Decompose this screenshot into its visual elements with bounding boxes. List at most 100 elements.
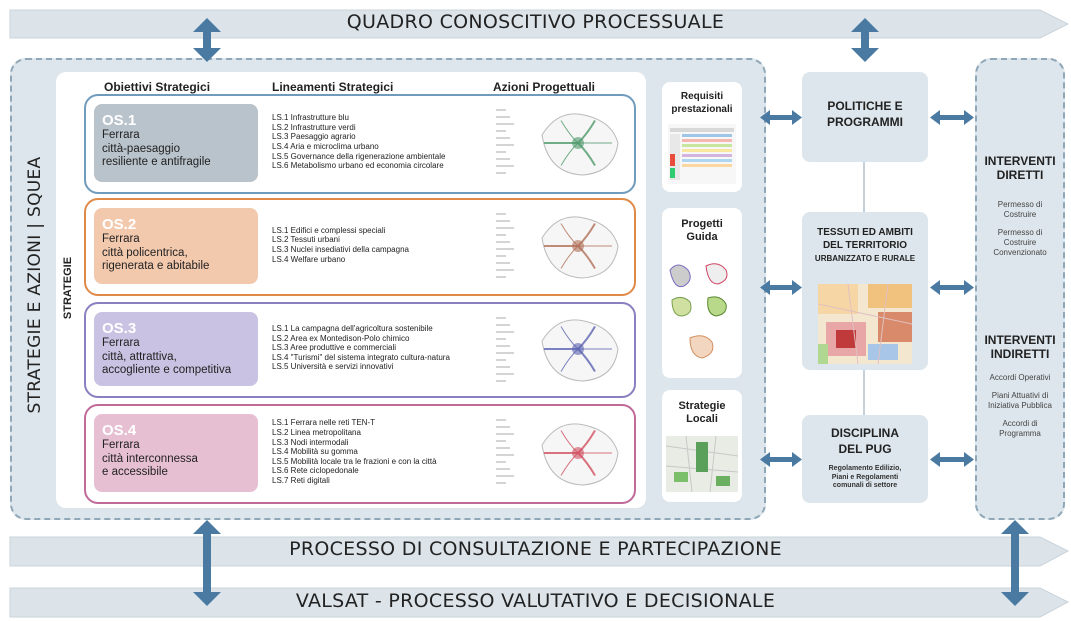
interventi-panel [975,58,1065,520]
azioni-list [496,419,514,484]
indiretti-title-2: INDIRETTI [990,347,1050,361]
card-requisiti: Requisiti prestazionali [662,82,742,192]
diretti-title: INTERVENTI DIRETTI [975,154,1065,182]
disciplina-line2: DEL PUG [838,442,892,456]
diretti-title-2: DIRETTI [996,168,1044,182]
card-strategie-line2: Locali [686,413,718,425]
header-lineamenti: Lineamenti Strategici [272,80,394,94]
indiretti-item-5: Programma [999,429,1041,438]
indiretti-items: Accordi Operativi Piani Attuativi di Ini… [975,373,1065,439]
disciplina-sub-3: comunali di settore [832,482,898,489]
card-requisiti-line1: Requisiti [680,91,724,102]
lineamento-item: LS.1 La campagna dell'agricoltura sosten… [272,324,433,333]
lineamento-item: LS.2 Tessuti urbani [272,235,340,245]
card-progetti-title: Progetti Guida [662,218,742,244]
objective-desc-line: rigenerata e abitabile [102,260,210,272]
objective-desc-line: città policentrica, [102,246,188,259]
lineamento-item: LS.4 Aria e microclima urbano [272,141,379,151]
card-strategie-title: Strategie Locali [662,400,742,426]
diretti-items: Permesso di Costruire Permesso di Costru… [975,200,1065,258]
objective-map-thumbnail [541,216,619,279]
lineamento-item: LS.7 Reti digitali [272,475,330,485]
objective-desc-line: città interconnessa [102,452,198,465]
box-tessuti-title: TESSUTI ED AMBITI DEL TERRITORIO URBANIZ… [802,226,928,265]
lineamento-item: LS.4 "Turismi" del sistema integrato cul… [272,352,450,362]
tessuti-sub: URBANIZZATO E RURALE [814,254,916,263]
disciplina-sub: Regolamento Edilizio, Piani e Regolament… [802,465,928,491]
lineamento-item: LS.4 Mobilità su gomma [272,447,358,457]
map-center [572,240,584,252]
disciplina-sub-2: Piani e Regolamenti [831,473,899,481]
lineamento-item: LS.3 Paesaggio agrario [272,132,356,142]
objective-map-thumbnail [541,319,619,382]
bottom-band-arrow [9,587,1070,618]
vertical-label-wrap: STRATEGIE E AZIONI | SQUEA [20,70,50,510]
box-disciplina-title: DISCIPLINA DEL PUG [802,425,928,457]
indiretti-item-4: Accordi di [1002,419,1038,428]
box-disciplina: DISCIPLINA DEL PUG Regolamento Edilizio,… [802,415,928,503]
lineamento-item: LS.5 Università e servizi innovativi [272,362,394,372]
lineamento-item: LS.3 Nuclei insediativi della campagna [272,244,409,254]
header-azioni: Azioni Progettuali [493,80,595,94]
objective-desc-line: accogliente e competitiva [102,364,232,376]
diretti-item-5: Convenzionato [993,248,1047,257]
azioni-list [496,213,514,278]
requisiti-table-thumbnail [668,124,736,184]
objective-code: OS.2 [102,216,137,233]
strategie-label-wrap: STRATEGIE [58,250,78,330]
lineamento-item: LS.3 Aree produttive e commerciali [272,343,397,353]
card-strategie-locali: Strategie Locali [662,390,742,502]
band-title-top: QUADRO CONOSCITIVO PROCESSUALE [346,11,725,33]
card-progetti-guida: Progetti Guida [662,208,742,378]
azioni-list [496,109,514,174]
tessuti-line2: DEL TERRITORIO [822,240,908,251]
indiretti-item-2: Piani Attuativi di [991,391,1049,400]
objective-desc-line: resiliente e antifragile [102,156,211,168]
box-politiche-title: POLITICHE E PROGRAMMI [802,98,928,130]
objective-desc-line: Ferrara [102,233,140,245]
objective-map-thumbnail [541,113,619,176]
objective-map-thumbnail [541,423,619,486]
progetti-guida-thumbnails [669,263,728,359]
header-obiettivi: Obiettivi Strategici [104,80,211,94]
map-center [572,343,584,355]
diretti-item-2: Costruire [1003,210,1037,219]
card-requisiti-title: Requisiti prestazionali [662,90,742,116]
diretti-item-4: Costruire [1003,238,1037,247]
diretti-title-1: INTERVENTI [984,154,1056,168]
lineamenti-list: LS.1 La campagna dell'agricoltura sosten… [272,324,492,372]
objective-desc-line: città, attrattiva, [102,350,177,363]
strategie-locali-map [666,436,738,492]
lineamento-item: LS.5 Mobilità locale tra le frazioni e c… [272,456,437,466]
lineamento-item: LS.2 Infrastrutture verdi [272,122,356,132]
card-progetti-line1: Progetti [681,218,723,230]
disciplina-line1: DISCIPLINA [830,426,899,440]
objective-desc-line: Ferrara [102,337,140,349]
lineamento-item: LS.2 Area ex Montedison-Polo chimico [272,333,410,343]
tessuti-map [818,284,912,364]
middle-band-arrow [9,536,1070,567]
indiretti-title-1: INTERVENTI [984,333,1056,347]
tessuti-line1: TESSUTI ED AMBITI [817,227,913,238]
lineamento-item: LS.1 Ferrara nelle reti TEN-T [272,418,375,428]
band-title-bottom: VALSAT - PROCESSO VALUTATIVO E DECISIONA… [295,590,776,612]
lineamento-item: LS.2 Linea metropolitana [272,427,361,437]
objective-code: OS.1 [102,112,137,129]
box-politiche: POLITICHE E PROGRAMMI [802,72,928,162]
lineamento-item: LS.4 Welfare urbano [272,254,346,264]
lineamento-item: LS.3 Nodi intermodali [272,437,349,447]
strategie-label: STRATEGIE [62,256,74,320]
politiche-line1: POLITICHE E [827,99,903,113]
top-band-arrow [9,9,1070,39]
